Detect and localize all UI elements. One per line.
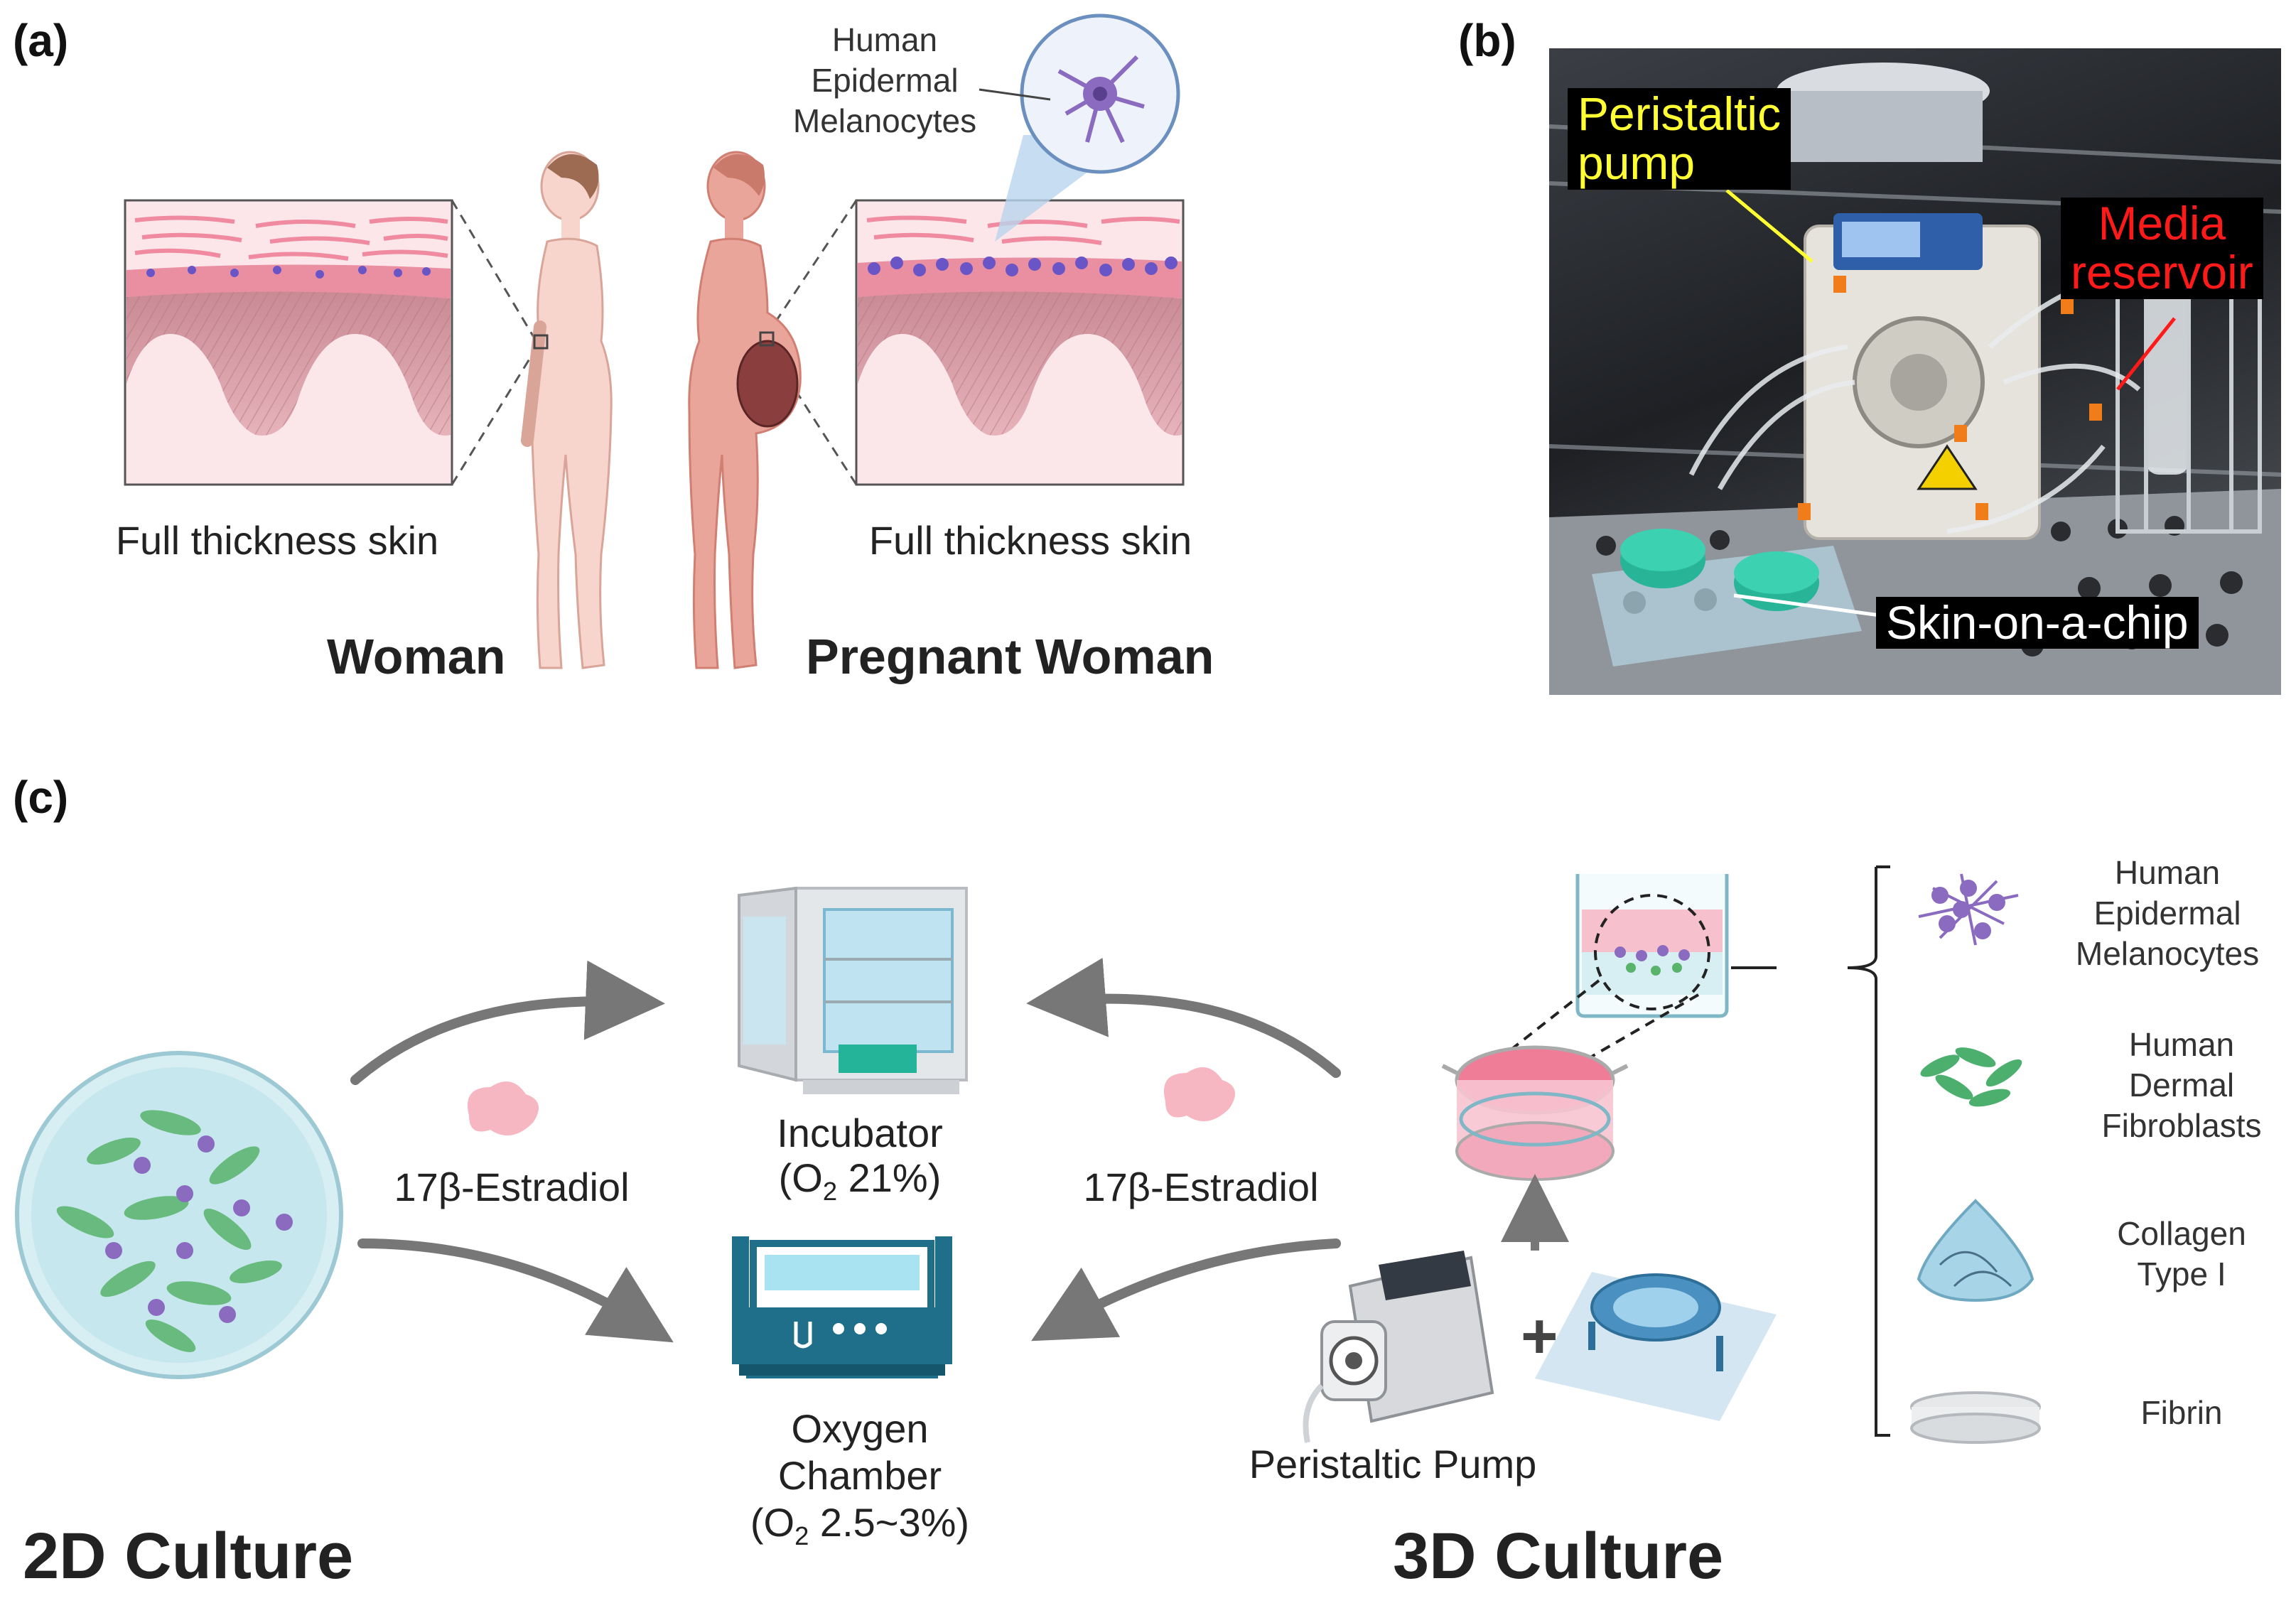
chip-photo-label: Skin-on-a-chip xyxy=(1876,597,2199,649)
chip-device-icon xyxy=(1535,1272,1777,1421)
legend-melanocytes: Human Epidermal Melanocytes xyxy=(2075,854,2260,973)
estradiol-label-right: 17β-Estradiol xyxy=(1083,1165,1319,1209)
panel-c-letter: (c) xyxy=(13,772,69,823)
reservoir-photo-label: Media reservoir xyxy=(2061,198,2263,299)
culture-2d-label: 2D Culture xyxy=(23,1520,354,1592)
legend-fibrin: Fibrin xyxy=(2140,1394,2223,1431)
peristaltic-pump-icon xyxy=(1303,1251,1494,1443)
panel-a-letter: (a) xyxy=(13,15,69,66)
peristaltic-pump-label: Peristaltic Pump xyxy=(1249,1442,1537,1486)
oxygen-chamber-icon xyxy=(732,1236,952,1378)
incubator-icon xyxy=(738,886,968,1094)
oxygen-chamber-label: Oxygen Chamber (O2 2.5~3%) xyxy=(711,1405,1009,1552)
woman-label: Woman xyxy=(327,629,506,684)
woman-figure xyxy=(521,151,613,669)
incubator-label: Incubator (O2 21%) xyxy=(739,1111,981,1207)
panel-b-letter: (b) xyxy=(1458,15,1516,66)
chamber-o2-label: (O2 2.5~3%) xyxy=(750,1500,970,1551)
pregnant-woman-label: Pregnant Woman xyxy=(806,629,1214,684)
collagen-icon xyxy=(1917,1199,2034,1302)
pump-photo-label: Peristaltic pump xyxy=(1568,88,1791,190)
estradiol-icon-right xyxy=(1164,1067,1235,1121)
skin-section-left xyxy=(124,199,453,486)
culture-3d-label: 3D Culture xyxy=(1393,1520,1724,1592)
culture-dish-icon xyxy=(1441,1045,1629,1181)
melanocyte-callout-label: Human Epidermal Melanocytes xyxy=(792,21,977,140)
transwell-icon xyxy=(1575,874,1777,1018)
fibroblast-icon xyxy=(1920,1047,2022,1107)
petri-dish-icon xyxy=(15,1051,343,1379)
skin-caption-right: Full thickness skin xyxy=(868,518,1192,563)
legend-fibroblasts: Human Dermal Fibroblasts xyxy=(2101,1026,2262,1145)
pregnant-woman-figure xyxy=(688,151,802,669)
incubator-o2-label: (O2 21%) xyxy=(778,1155,942,1206)
melanocyte-callout xyxy=(979,14,1180,242)
legend-collagen: Collagen Type I xyxy=(2117,1215,2246,1293)
estradiol-label-left: 17β-Estradiol xyxy=(394,1165,630,1209)
melanocyte-icon xyxy=(1918,873,2019,946)
skin-section-right xyxy=(855,199,1185,486)
estradiol-icon-left xyxy=(468,1081,539,1135)
plus-sign: + xyxy=(1521,1301,1558,1372)
fibrin-icon xyxy=(1910,1391,2041,1444)
skin-caption-left: Full thickness skin xyxy=(115,518,439,563)
